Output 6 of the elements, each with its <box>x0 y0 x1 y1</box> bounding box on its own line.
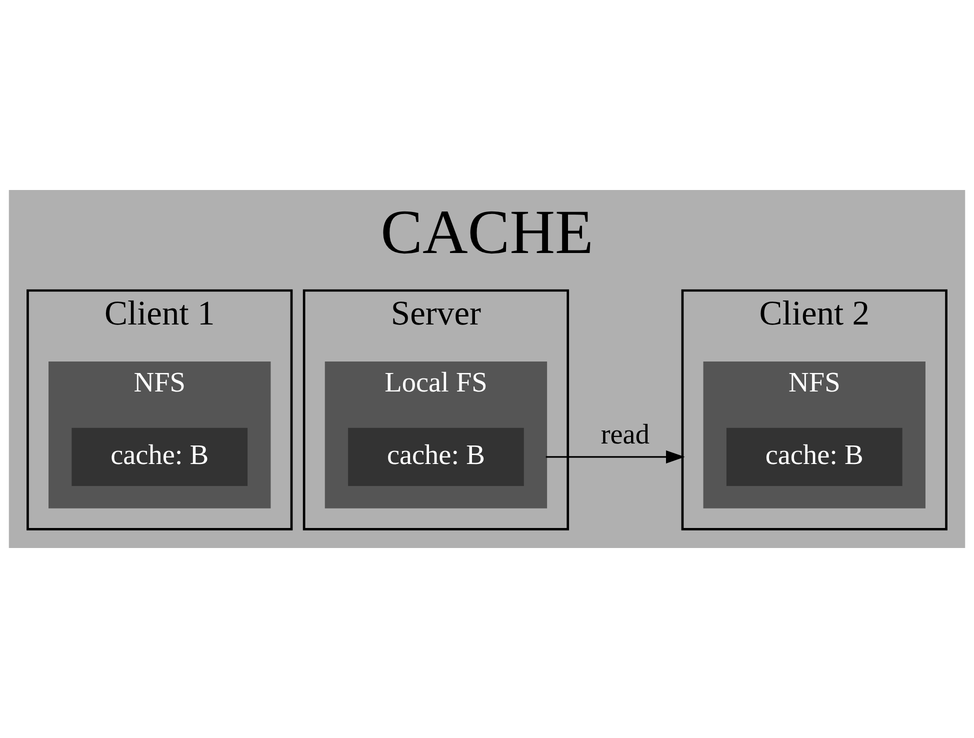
node-box: cache: B <box>72 428 248 486</box>
arrow <box>546 450 685 464</box>
node-box: cache: B <box>726 428 902 486</box>
node-box: cache: B <box>348 428 524 486</box>
edge-label: read <box>600 419 650 450</box>
diagram-title: CACHE <box>380 196 594 267</box>
